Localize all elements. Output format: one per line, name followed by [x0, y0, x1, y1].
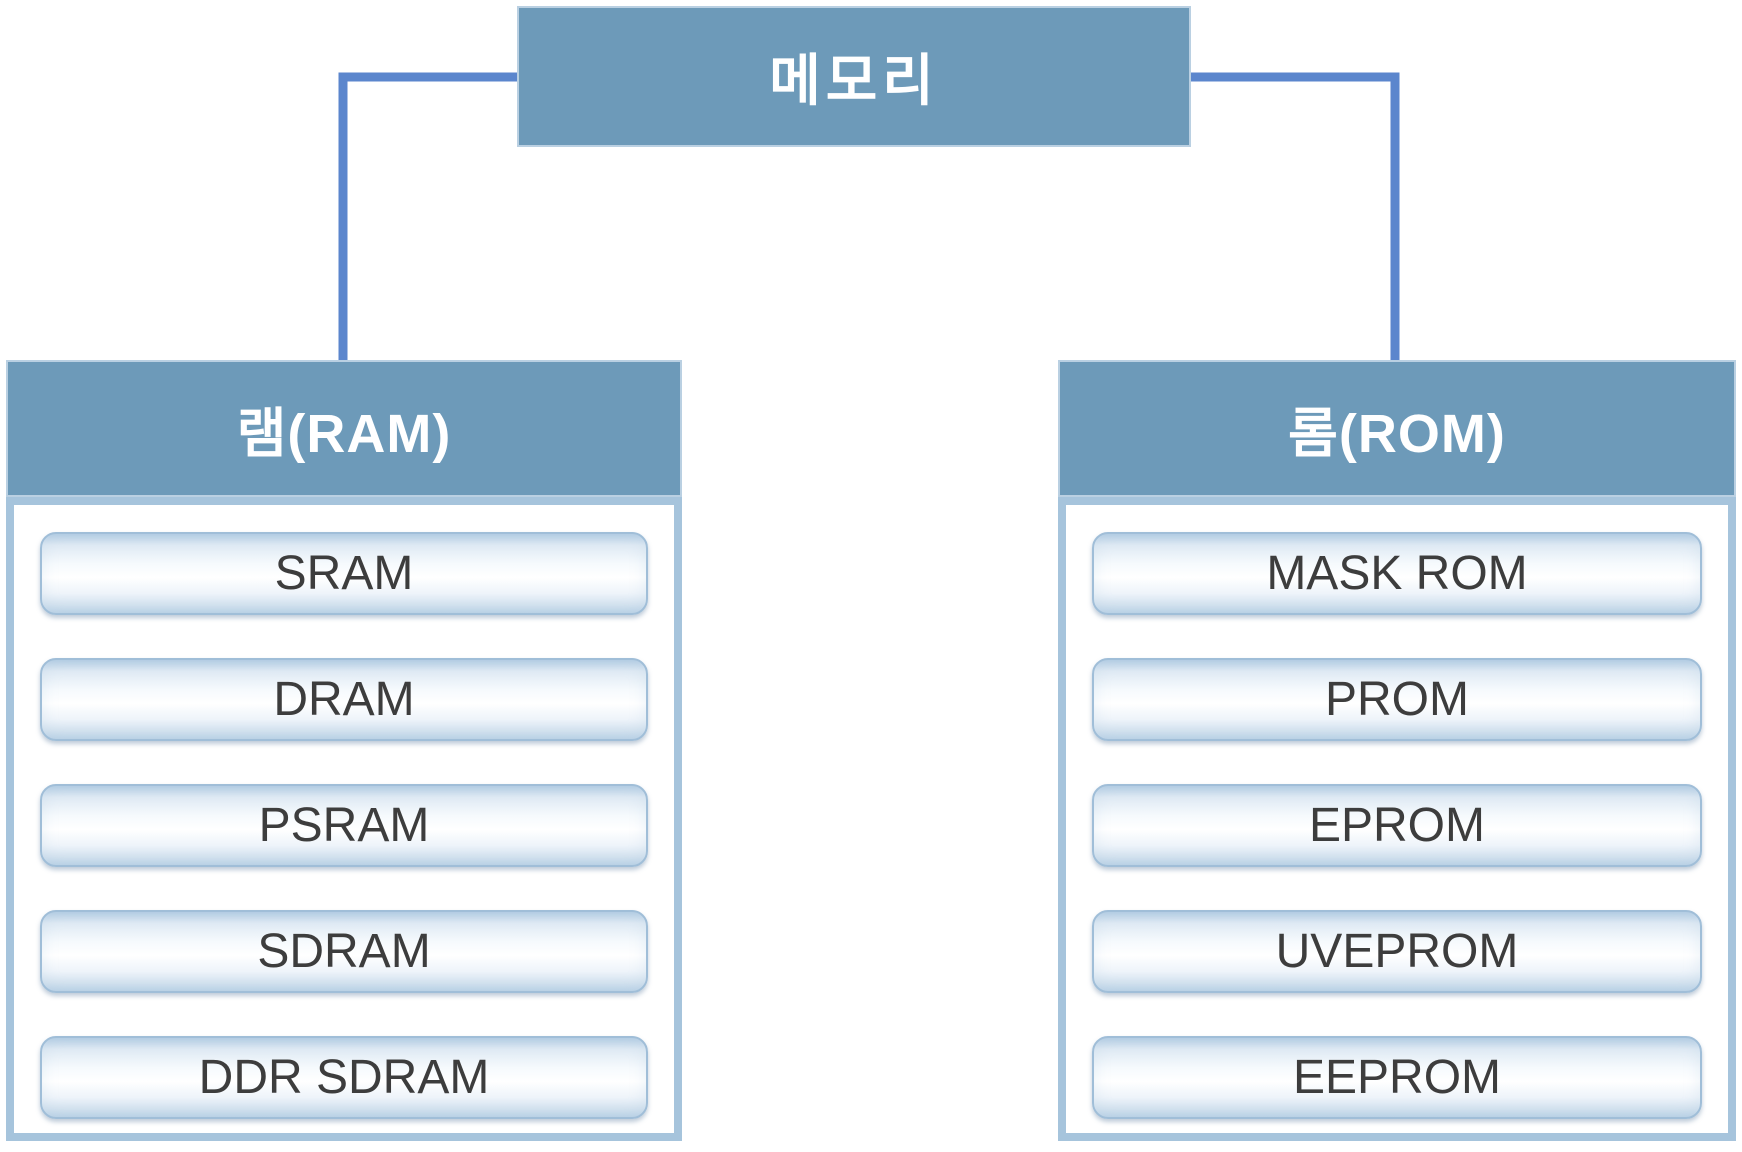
branch-rom: 롬(ROM) MASK ROM PROM EPROM UVEPROM EEPROM — [1058, 360, 1736, 1141]
branch-rom-title: 롬(ROM) — [1288, 404, 1506, 464]
memory-type-item: PSRAM — [40, 784, 648, 867]
branch-ram: 램(RAM) SRAM DRAM PSRAM SDRAM DDR SDRAM — [6, 360, 682, 1141]
memory-type-item: SRAM — [40, 532, 648, 615]
branch-ram-title: 램(RAM) — [236, 404, 452, 464]
connector-left-elbow — [338, 72, 521, 362]
branch-rom-body: MASK ROM PROM EPROM UVEPROM EEPROM — [1058, 497, 1736, 1141]
branch-rom-header: 롬(ROM) — [1058, 360, 1736, 497]
memory-type-item: MASK ROM — [1092, 532, 1702, 615]
branch-ram-header: 램(RAM) — [6, 360, 682, 497]
root-node-label: 메모리 — [769, 49, 939, 112]
memory-type-item: PROM — [1092, 658, 1702, 741]
branch-ram-body: SRAM DRAM PSRAM SDRAM DDR SDRAM — [6, 497, 682, 1141]
root-node-memory: 메모리 — [517, 6, 1191, 147]
memory-type-item: EEPROM — [1092, 1036, 1702, 1119]
memory-type-item: DDR SDRAM — [40, 1036, 648, 1119]
memory-type-item: EPROM — [1092, 784, 1702, 867]
memory-type-item: UVEPROM — [1092, 910, 1702, 993]
memory-type-item: DRAM — [40, 658, 648, 741]
memory-type-item: SDRAM — [40, 910, 648, 993]
connector-right-elbow — [1187, 72, 1400, 362]
